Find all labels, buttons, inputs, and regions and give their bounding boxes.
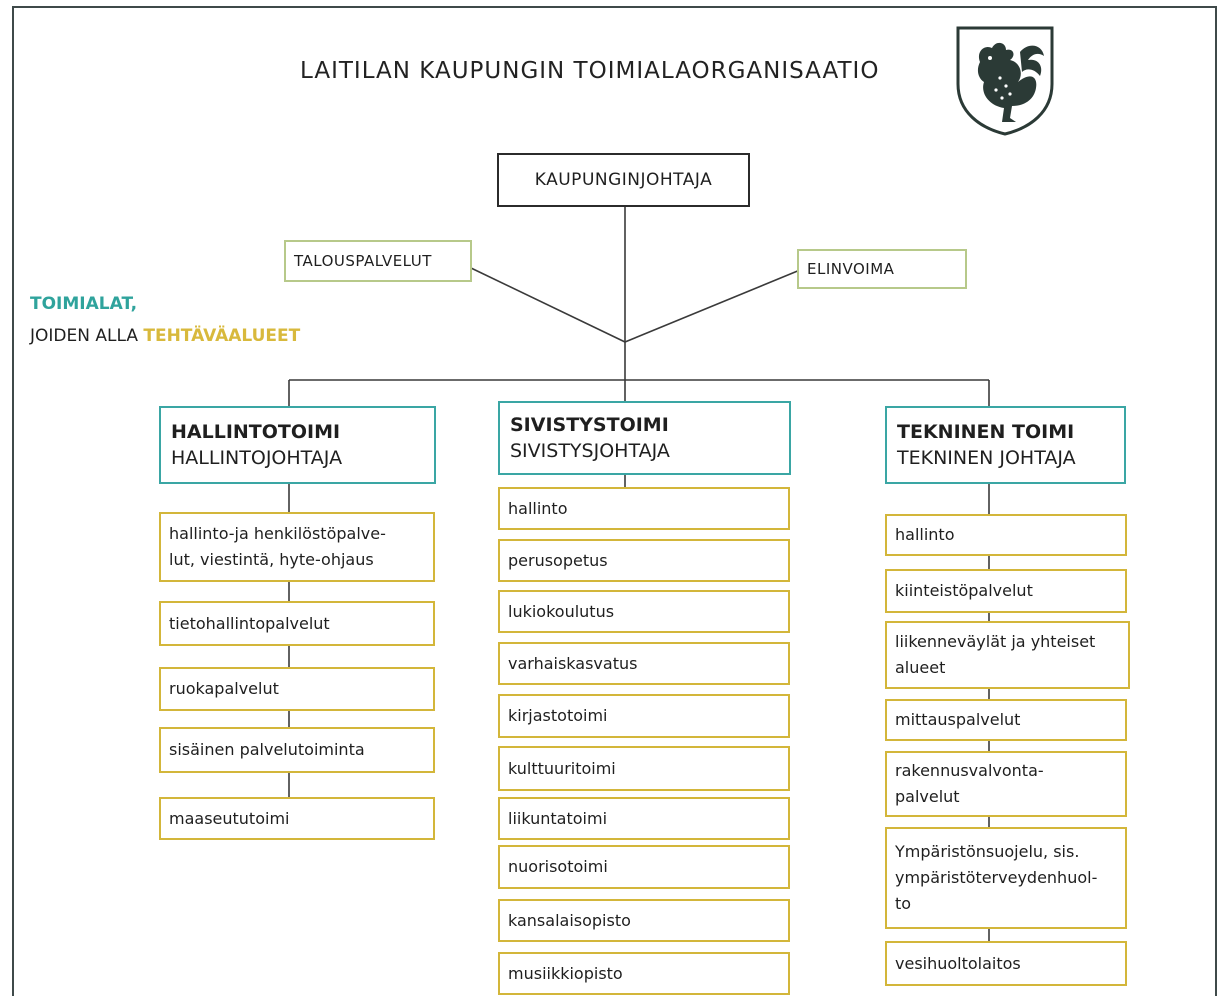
unit-box: kansalaisopisto: [498, 899, 790, 942]
unit-box: liikenneväylät ja yhteiset alueet: [885, 621, 1130, 689]
unit-label: hallinto-ja henkilöstöpalve-: [169, 524, 386, 543]
unit-box: maaseututoimi: [159, 797, 435, 840]
unit-label: kulttuuritoimi: [508, 758, 616, 778]
unit-box: nuorisotoimi: [498, 845, 790, 889]
unit-box: ruokapalvelut: [159, 667, 435, 711]
unit-label: vesihuoltolaitos: [895, 953, 1021, 973]
unit-box: kiinteistöpalvelut: [885, 569, 1127, 613]
unit-box: Ympäristönsuojelu, sis. ympäristöterveyd…: [885, 827, 1127, 929]
unit-box: liikuntatoimi: [498, 797, 790, 840]
unit-label: kiinteistöpalvelut: [895, 581, 1033, 600]
unit-label: liikenneväylät ja yhteiset: [895, 632, 1096, 651]
page-title: LAITILAN KAUPUNGIN TOIMIALAORGANISAATIO: [300, 58, 880, 84]
unit-label: ruokapalvelut: [169, 679, 279, 698]
unit-box: rakennusvalvonta- palvelut: [885, 751, 1127, 817]
division-box-sivistystoimi: SIVISTYSTOIMI SIVISTYSJOHTAJA: [498, 401, 791, 475]
unit-label: palvelut: [895, 787, 960, 806]
unit-box: varhaiskasvatus: [498, 642, 790, 685]
unit-label: hallinto: [895, 525, 955, 544]
unit-label: alueet: [895, 658, 946, 677]
unit-box: hallinto: [498, 487, 790, 530]
division-box-tekninen-toimi: TEKNINEN TOIMI TEKNINEN JOHTAJA: [885, 406, 1126, 484]
legend-divisions: TOIMIALAT,: [30, 294, 138, 314]
unit-label: tietohallintopalvelut: [169, 613, 330, 633]
city-manager-label: KAUPUNGINJOHTAJA: [534, 170, 713, 190]
rooster-crest-icon: [956, 26, 1054, 136]
division-name: SIVISTYSTOIMI: [510, 414, 669, 436]
division-head: SIVISTYSJOHTAJA: [510, 440, 670, 462]
legend-units-prefix: JOIDEN ALLA: [30, 326, 144, 346]
unit-label: Ympäristönsuojelu, sis.: [895, 842, 1080, 861]
unit-box: kirjastotoimi: [498, 694, 790, 738]
unit-label: nuorisotoimi: [508, 857, 608, 876]
unit-label: hallinto: [508, 498, 568, 518]
unit-label: rakennusvalvonta-: [895, 761, 1044, 780]
unit-label: lut, viestintä, hyte-ohjaus: [169, 550, 374, 569]
unit-box: musiikkiopisto: [498, 952, 790, 995]
unit-label: lukiokoulutus: [508, 601, 615, 621]
unit-box: kulttuuritoimi: [498, 746, 790, 791]
division-name: HALLINTOTOIMI: [171, 421, 341, 443]
legend-units-highlight: TEHTÄVÄALUEET: [143, 326, 301, 346]
unit-box: tietohallintopalvelut: [159, 601, 435, 646]
unit-label: liikuntatoimi: [508, 808, 608, 828]
unit-label: kirjastotoimi: [508, 706, 608, 725]
page-frame: [12, 6, 1217, 996]
unit-box: sisäinen palvelutoiminta: [159, 727, 435, 773]
legend-units-line: JOIDEN ALLA TEHTÄVÄALUEET: [30, 320, 300, 352]
unit-box: hallinto: [885, 514, 1127, 556]
division-name: TEKNINEN TOIMI: [897, 421, 1075, 443]
unit-box: mittauspalvelut: [885, 699, 1127, 741]
unit-label: ympäristöterveydenhuol-: [895, 868, 1098, 887]
division-head: TEKNINEN JOHTAJA: [897, 447, 1076, 469]
unit-label: musiikkiopisto: [508, 963, 623, 983]
legend: TOIMIALAT, JOIDEN ALLA TEHTÄVÄALUEET: [30, 288, 300, 352]
unit-label: maaseututoimi: [169, 808, 290, 828]
staff-box-vitality: ELINVOIMA: [797, 249, 967, 289]
unit-box: lukiokoulutus: [498, 590, 790, 633]
unit-box: perusopetus: [498, 539, 790, 582]
unit-label: perusopetus: [508, 550, 608, 570]
division-box-hallintotoimi: HALLINTOTOIMI HALLINTOJOHTAJA: [159, 406, 436, 484]
unit-box: vesihuoltolaitos: [885, 941, 1127, 986]
city-manager-box: KAUPUNGINJOHTAJA: [497, 153, 750, 207]
unit-label: to: [895, 894, 912, 913]
staff-label-vitality: ELINVOIMA: [807, 260, 895, 278]
unit-label: kansalaisopisto: [508, 910, 631, 930]
staff-box-finance: TALOUSPALVELUT: [284, 240, 472, 282]
unit-label: sisäinen palvelutoiminta: [169, 740, 365, 759]
unit-box: hallinto-ja henkilöstöpalve- lut, viesti…: [159, 512, 435, 582]
division-head: HALLINTOJOHTAJA: [171, 447, 343, 469]
staff-label-finance: TALOUSPALVELUT: [294, 252, 432, 270]
unit-label: varhaiskasvatus: [508, 653, 638, 673]
unit-label: mittauspalvelut: [895, 710, 1021, 729]
